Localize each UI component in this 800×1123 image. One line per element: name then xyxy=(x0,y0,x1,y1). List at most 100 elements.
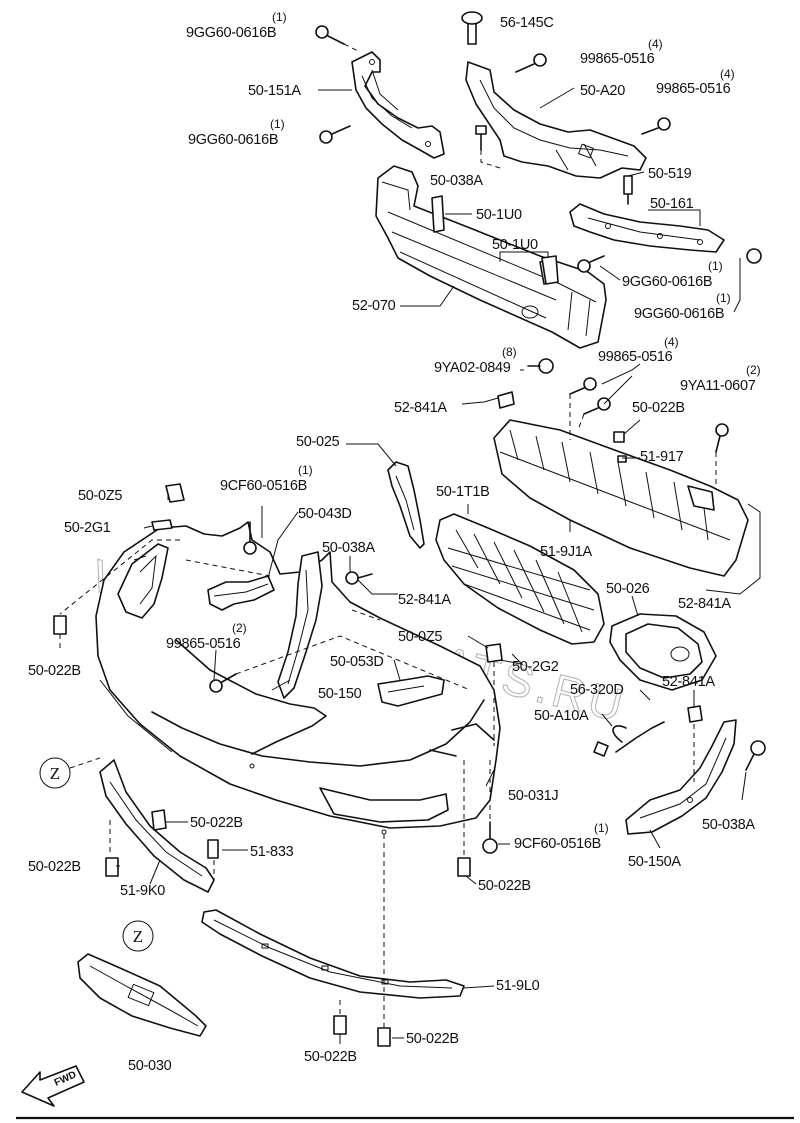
strip-51-9l0 xyxy=(201,909,465,999)
label-50-150: 50-150 xyxy=(318,686,362,702)
absorber-51-9j1a xyxy=(493,419,749,577)
clip-icon xyxy=(151,519,173,531)
screw-icon xyxy=(345,571,373,585)
label-50-025: 50-025 xyxy=(296,434,340,450)
clip-icon xyxy=(457,857,471,877)
part-label-text: 50-043D xyxy=(298,506,352,522)
part-label-text: 9GG60-0616B xyxy=(634,306,724,322)
label-52-070: 52-070 xyxy=(352,298,396,314)
label-9gg60-r1: (1)9GG60-0616B xyxy=(622,259,723,290)
label-50-161: 50-161 xyxy=(650,196,694,212)
label-50-519: 50-519 xyxy=(648,166,692,182)
clip-icon xyxy=(207,839,219,859)
clip-icon xyxy=(623,175,633,205)
clip-icon xyxy=(333,1015,347,1035)
label-50-151a: 50-151A xyxy=(248,83,302,99)
part-label-text: 50-A10A xyxy=(534,708,589,724)
part-label-text: 56-320D xyxy=(570,682,624,698)
part-label-text: 50-0Z5 xyxy=(398,629,442,645)
part-label-text: 50-519 xyxy=(648,166,692,182)
part-label-text: 50-0Z5 xyxy=(78,488,122,504)
label-50-022b-6: 50-022B xyxy=(304,1049,357,1065)
part-label-text: 99865-0516 xyxy=(580,51,655,67)
screw-icon xyxy=(243,521,257,555)
part-label-text: 99865-0516 xyxy=(598,349,673,365)
part-label-text: 50-031J xyxy=(508,788,558,804)
clip-icon xyxy=(151,809,167,831)
part-label-text: 50-150A xyxy=(628,854,681,870)
label-51-9k0: 51-9K0 xyxy=(120,883,165,899)
part-label-text: (1) xyxy=(298,463,313,477)
label-50-043d: 50-043D xyxy=(298,506,352,522)
label-50-053d: 50-053D xyxy=(330,654,384,670)
label-51-9j1a: 51-9J1A xyxy=(540,544,593,560)
label-9gg60-r2: (1)9GG60-0616B xyxy=(634,291,731,322)
part-label-text: (4) xyxy=(720,67,735,81)
view-z-label: Z xyxy=(133,927,143,946)
clip-icon xyxy=(53,615,67,635)
clip-icon xyxy=(613,431,625,443)
assembly-lines xyxy=(59,43,717,1028)
part-label-text: 51-917 xyxy=(640,449,684,465)
label-50-022b-5: 50-022B xyxy=(478,878,531,894)
screw-icon xyxy=(569,377,597,395)
plate-50-030 xyxy=(77,953,207,1037)
part-label-text: (8) xyxy=(502,345,517,359)
fasteners xyxy=(53,11,766,1047)
label-50-038a-top: 50-038A xyxy=(430,173,484,189)
label-50-2g1: 50-2G1 xyxy=(64,520,111,536)
screw-icon xyxy=(319,125,351,144)
label-50-022b-2: 50-022B xyxy=(28,663,81,679)
clip-icon xyxy=(687,705,703,723)
part-label-text: 51-9K0 xyxy=(120,883,165,899)
label-50-026: 50-026 xyxy=(606,581,650,597)
part-label-text: 50-030 xyxy=(128,1058,172,1074)
part-label-text: 52-841A xyxy=(662,674,715,690)
bracket-50-161 xyxy=(569,203,725,253)
clip-icon xyxy=(475,125,487,151)
label-50-0z5-b: 50-0Z5 xyxy=(398,629,443,645)
label-50-022b-1: 50-022B xyxy=(632,400,685,416)
screw-icon xyxy=(209,673,237,693)
part-label-text: 50-053D xyxy=(330,654,384,670)
part-label-text: (1) xyxy=(708,259,723,273)
part-label-text: (4) xyxy=(648,37,663,51)
clip-icon xyxy=(377,1027,391,1047)
view-z-callout-top: Z xyxy=(39,757,101,789)
part-label-text: 50-022B xyxy=(406,1031,459,1047)
bracket-50-150a xyxy=(625,719,737,835)
part-label-text: 50-A20 xyxy=(580,83,625,99)
screw-icon xyxy=(577,255,605,273)
part-labels: (1)9GG60-0616B 56-145C (4)99865-0516 50-… xyxy=(28,10,761,1074)
label-50-038a-mid: 50-038A xyxy=(322,540,376,556)
bracket-50-151a xyxy=(351,51,445,159)
part-label-text: 9YA02-0849 xyxy=(434,360,511,376)
fwd-arrow-icon: FWD xyxy=(21,1065,85,1107)
part-label-text: 9GG60-0616B xyxy=(186,25,276,41)
screw-icon xyxy=(482,821,498,854)
label-51-9l0: 51-9L0 xyxy=(496,978,540,994)
part-label-text: 52-841A xyxy=(678,596,731,612)
part-label-text: 56-145C xyxy=(500,15,554,31)
bracket-50-a20 xyxy=(465,61,647,179)
label-50-022b-7: 50-022B xyxy=(406,1031,459,1047)
bracket-50-053d xyxy=(377,675,445,707)
label-56-320d: 56-320D xyxy=(570,682,624,698)
part-label-text: (2) xyxy=(746,363,761,377)
label-52-841a-4: 52-841A xyxy=(662,674,716,690)
part-label-text: 51-9L0 xyxy=(496,978,540,994)
clip-icon xyxy=(461,11,483,45)
label-99865-d: (2)99865-0516 xyxy=(166,621,247,652)
part-label-text: 50-022B xyxy=(632,400,685,416)
part-label-text: 50-022B xyxy=(304,1049,357,1065)
label-9ya11: (2)9YA11-0607 xyxy=(680,363,761,394)
part-label-text: 50-038A xyxy=(430,173,483,189)
part-label-text: 9GG60-0616B xyxy=(622,274,712,290)
part-label-text: (2) xyxy=(232,621,247,635)
label-9gg60-top: (1)9GG60-0616B xyxy=(186,10,287,41)
label-51-917: 51-917 xyxy=(640,449,684,465)
part-label-text: 50-022B xyxy=(190,815,243,831)
part-label-text: 99865-0516 xyxy=(166,636,241,652)
label-50-150a: 50-150A xyxy=(628,854,682,870)
